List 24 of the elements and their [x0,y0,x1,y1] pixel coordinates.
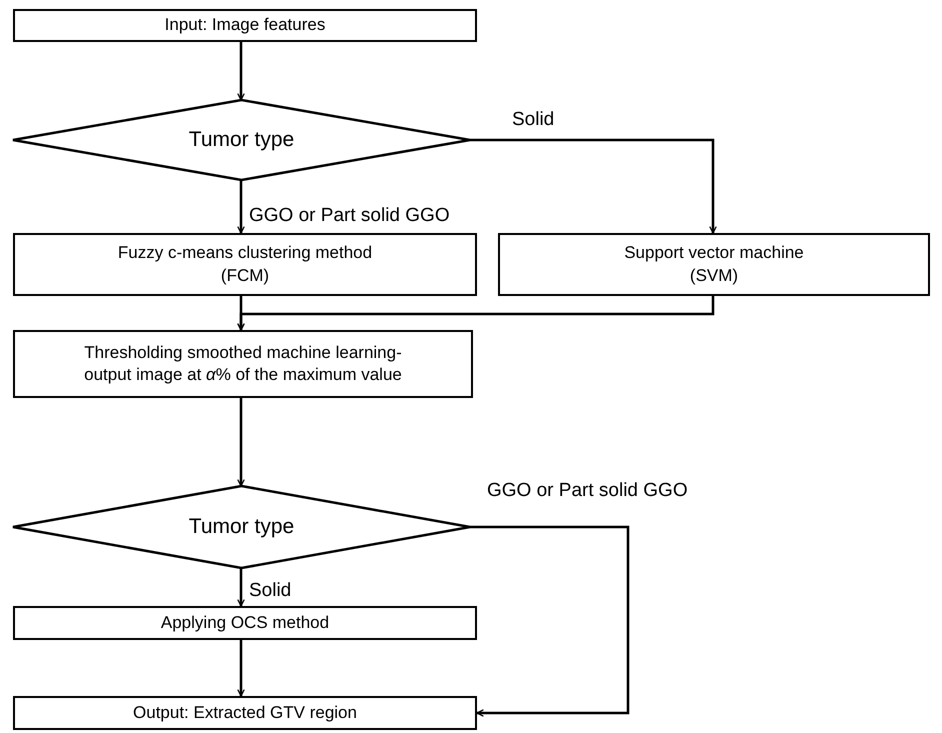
arrow [237,296,714,331]
box-label: Thresholding smoothed machine learning-output image at α% of the maximum value [83,342,403,386]
decision-diamond [13,100,470,180]
box-label: Support vector machine (SVM) [623,242,805,286]
process-box [13,696,477,730]
box-label: Input: Image features [164,14,326,36]
arrow [237,398,245,487]
arrow [237,568,245,607]
arrow [237,42,245,101]
process-box [13,330,473,398]
arrow [237,180,245,234]
box-label: Output: Extracted GTV region [133,702,357,724]
decision-diamond [13,486,470,568]
arrow [470,526,630,717]
box-label: Applying OCS method [160,612,330,634]
decision-label: Tumor type [188,127,294,154]
process-box [13,9,477,42]
box-label: Fuzzy c-means clustering method (FCM) [116,242,374,286]
arrow [237,640,245,697]
decision-label: Tumor type [188,514,294,540]
process-box [498,233,930,296]
arrow [470,138,717,234]
process-box [13,606,477,640]
process-box [13,233,477,296]
